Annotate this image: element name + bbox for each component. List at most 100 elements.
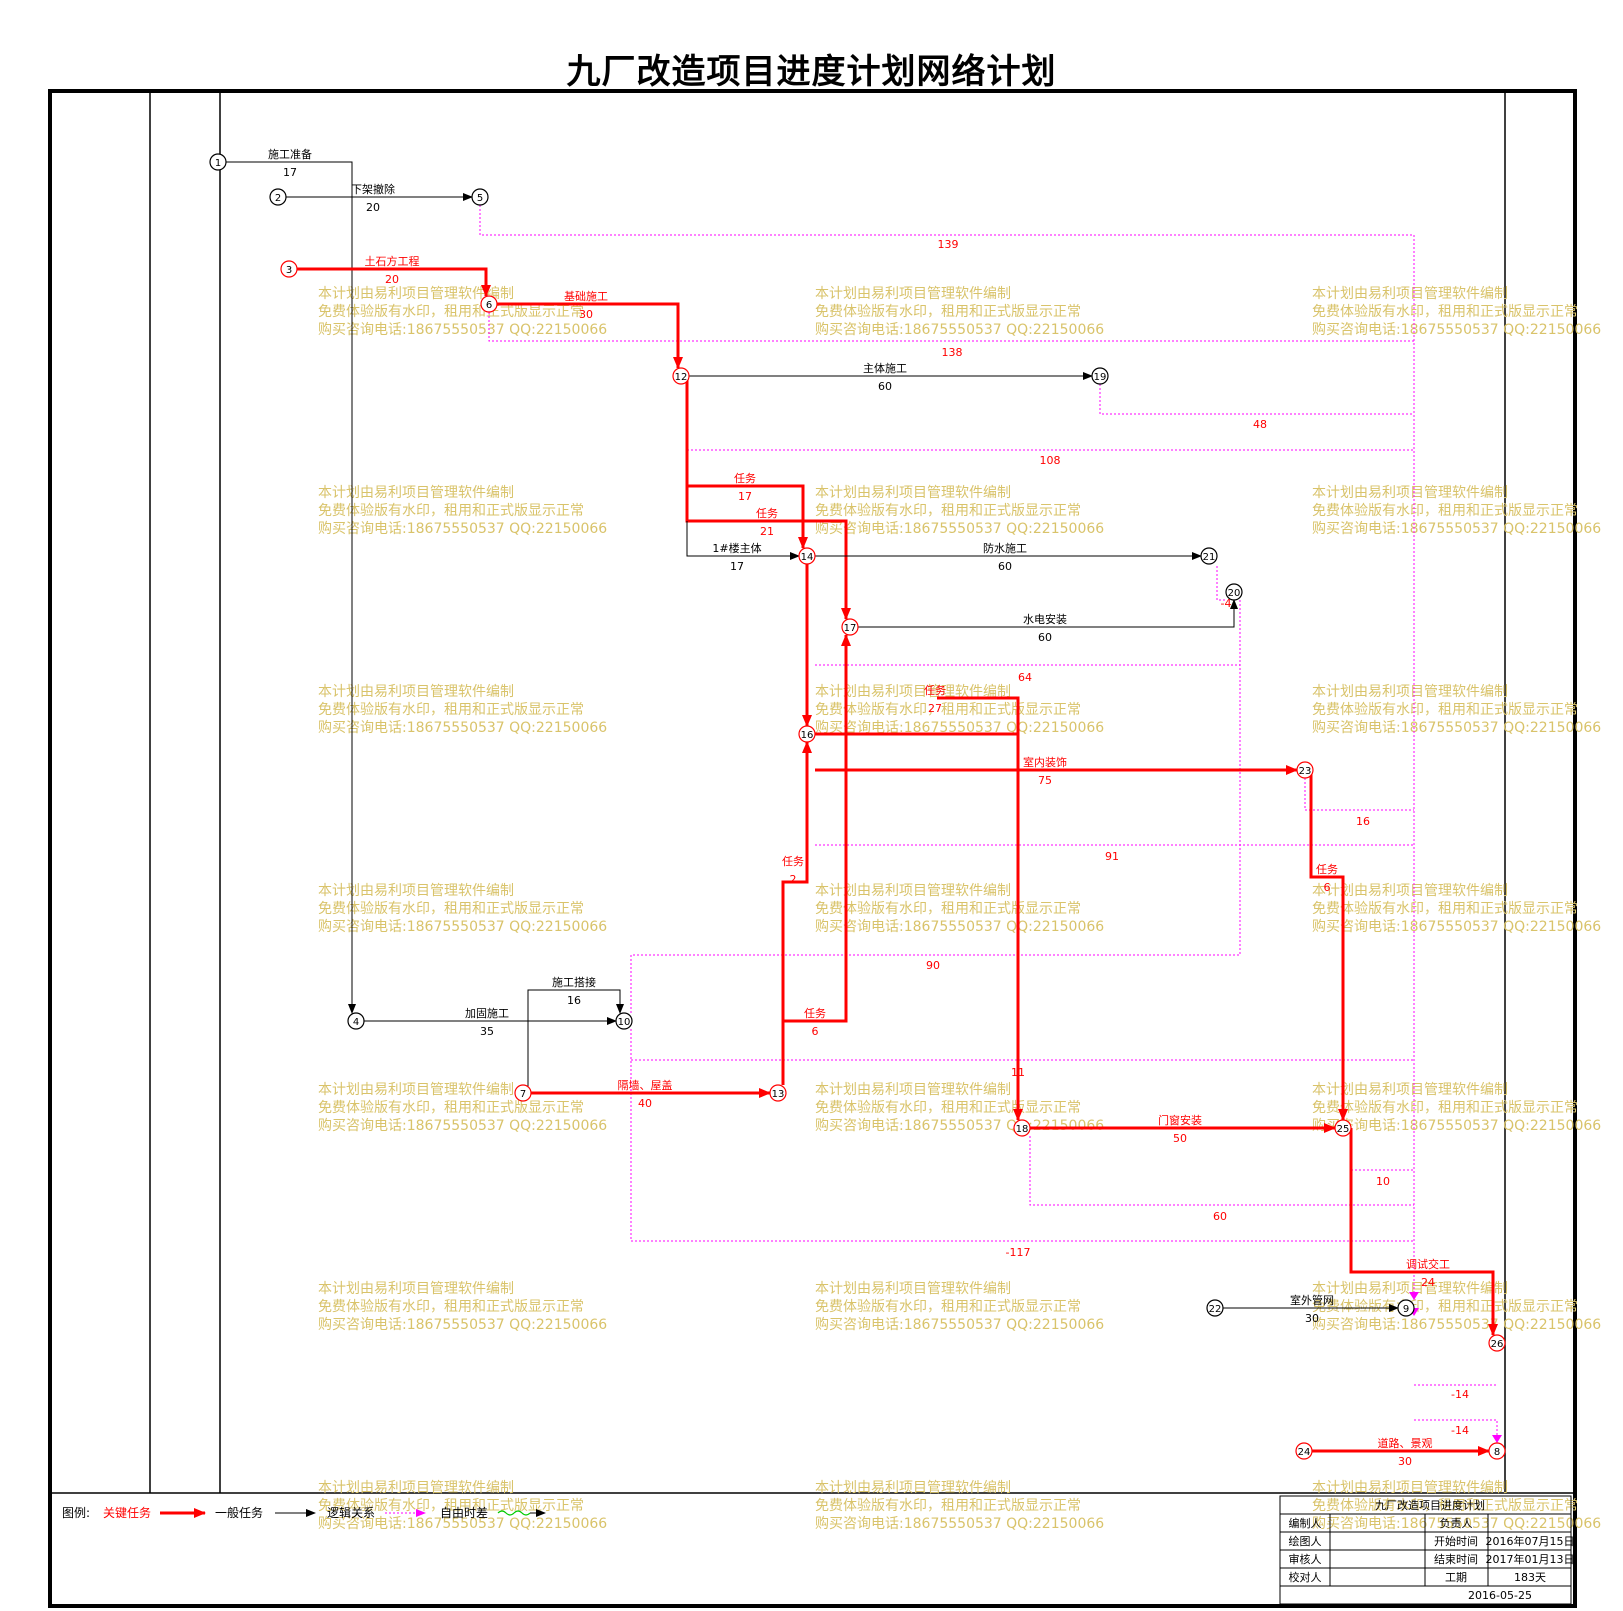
activity-name: 施工搭接 <box>552 976 596 989</box>
labels: 施工准备17下架撤除20土石方工程20基础施工30主体施工60任务17任务211… <box>268 147 1469 1468</box>
event-node-number: 13 <box>772 1089 785 1100</box>
tb-end-value: 2017年01月13日 <box>1486 1552 1575 1566</box>
float-value: 90 <box>926 959 940 972</box>
event-node-circle <box>1296 761 1314 779</box>
logic-arrowhead <box>1409 1292 1419 1300</box>
watermark-text: 购买咨询电话:18675550537 QQ:22150066 <box>318 322 607 338</box>
float-value: -14 <box>1451 1424 1469 1437</box>
event-node-circle <box>514 1084 532 1102</box>
watermark-text: 免费体验版有水印，租用和正式版显示正常 <box>815 1299 1081 1315</box>
tb-owner-label: 负责人 <box>1440 1516 1473 1530</box>
float-value: 139 <box>938 238 959 251</box>
event-node-circle <box>269 188 287 206</box>
event-node-number: 17 <box>844 623 857 634</box>
event-node-circle <box>672 367 690 385</box>
activity-name: 施工准备 <box>268 147 312 161</box>
logic-link <box>488 312 1414 342</box>
critical-activity-arrow <box>685 486 851 620</box>
watermark-text: 购买咨询电话:18675550537 QQ:22150066 <box>318 1118 607 1134</box>
tb-start-value: 2016年07月15日 <box>1486 1534 1575 1548</box>
watermark-text: 购买咨询电话:18675550537 QQ:22150066 <box>815 322 1104 338</box>
event-node-circle <box>798 725 816 743</box>
activity-arrow <box>858 599 1238 628</box>
watermark-text: 本计划由易利项目管理软件编制 <box>815 485 1011 501</box>
event-node-circle <box>209 153 227 171</box>
event-node-number: 10 <box>618 1017 631 1028</box>
float-value: 108 <box>1040 454 1061 467</box>
activity-name: 1#楼主体 <box>712 541 761 555</box>
event-node-circle <box>471 188 489 206</box>
activity-name: 隔墙、屋盖 <box>618 1078 673 1092</box>
event-node-circle <box>1295 1442 1313 1460</box>
activity-duration: 17 <box>738 490 752 503</box>
activity-arrow <box>686 521 800 560</box>
event-node-number: 18 <box>1016 1124 1029 1135</box>
logic-link <box>479 205 1415 1300</box>
event-node-circle <box>615 1012 633 1030</box>
watermark-text: 本计划由易利项目管理软件编制 <box>815 1082 1011 1098</box>
watermark-text: 购买咨询电话:18675550537 QQ:22150066 <box>318 919 607 935</box>
float-value: -4 <box>1221 597 1232 610</box>
legend-float-wave <box>497 1510 531 1516</box>
watermark-text: 本计划由易利项目管理软件编制 <box>1312 684 1508 700</box>
float-value: 11 <box>1011 1066 1025 1079</box>
watermark-text: 购买咨询电话:18675550537 QQ:22150066 <box>1312 322 1601 338</box>
tb-drawer-label: 绘图人 <box>1289 1534 1322 1548</box>
event-node-number: 21 <box>1203 552 1216 563</box>
activity-name: 主体施工 <box>863 361 907 375</box>
event-node-circle <box>1200 547 1218 565</box>
activity-name: 道路、景观 <box>1378 1436 1433 1450</box>
event-node-number: 22 <box>1209 1304 1222 1315</box>
tb-checker-label: 校对人 <box>1289 1570 1322 1584</box>
activity-name: 室内装饰 <box>1023 755 1067 769</box>
activity-arrows <box>226 161 1498 1456</box>
event-node-circle <box>1334 1119 1352 1137</box>
event-node-number: 8 <box>1494 1447 1500 1458</box>
watermark-text: 免费体验版有水印，租用和正式版显示正常 <box>815 503 1081 519</box>
activity-duration: 17 <box>730 560 744 573</box>
event-node-circle <box>1091 367 1109 385</box>
activity-duration: 35 <box>480 1025 494 1038</box>
activity-duration: 60 <box>1038 631 1052 644</box>
logic-links <box>479 205 1502 1443</box>
float-value: 91 <box>1105 850 1119 863</box>
activity-duration: 17 <box>283 166 297 179</box>
activity-duration: 6 <box>812 1025 819 1038</box>
event-node-circle <box>1397 1299 1415 1317</box>
watermark-text: 购买咨询电话:18675550537 QQ:22150066 <box>1312 720 1601 736</box>
critical-activity-arrow <box>781 741 812 1085</box>
event-node-circle <box>347 1012 365 1030</box>
logic-link <box>630 1029 1414 1242</box>
watermark-text: 免费体验版有水印，租用和正式版显示正常 <box>1312 503 1578 519</box>
event-node-circle <box>798 547 816 565</box>
outer-frame <box>48 89 1577 1608</box>
event-node-circle <box>1206 1299 1224 1317</box>
watermark-text: 购买咨询电话:18675550537 QQ:22150066 <box>1312 1516 1601 1532</box>
event-node-number: 2 <box>275 193 281 204</box>
watermark-text: 购买咨询电话:18675550537 QQ:22150066 <box>815 1317 1104 1333</box>
activity-duration: 6 <box>1324 881 1331 894</box>
watermark-text: 免费体验版有水印，租用和正式版显示正常 <box>318 1498 584 1514</box>
watermark-text: 本计划由易利项目管理软件编制 <box>1312 1281 1508 1297</box>
logic-link <box>815 600 1241 666</box>
activity-duration: 27 <box>928 702 942 715</box>
tb-project: 九厂改造项目进度计划 <box>1375 1498 1485 1512</box>
event-node-circle <box>769 1084 787 1102</box>
watermark-text: 购买咨询电话:18675550537 QQ:22150066 <box>1312 521 1601 537</box>
activity-name: 加固施工 <box>465 1007 509 1020</box>
watermark-text: 免费体验版有水印，租用和正式版显示正常 <box>815 702 1081 718</box>
float-value: 138 <box>942 346 963 359</box>
watermark-text: 免费体验版有水印，租用和正式版显示正常 <box>1312 702 1578 718</box>
watermark-text: 购买咨询电话:18675550537 QQ:22150066 <box>815 919 1104 935</box>
logic-link <box>1099 384 1414 415</box>
watermark-text: 本计划由易利项目管理软件编制 <box>1312 883 1508 899</box>
legend-logic-label: 逻辑关系 <box>327 1506 375 1520</box>
watermark-text: 免费体验版有水印，租用和正式版显示正常 <box>1312 1498 1578 1514</box>
event-node-number: 24 <box>1298 1447 1311 1458</box>
activity-name: 任务 <box>756 507 778 520</box>
event-node-number: 9 <box>1403 1304 1409 1315</box>
critical-activity-arrow <box>815 696 1023 1121</box>
activity-name: 任务 <box>734 472 756 485</box>
watermark-text: 本计划由易利项目管理软件编制 <box>318 485 514 501</box>
watermark-text: 免费体验版有水印，租用和正式版显示正常 <box>1312 1100 1578 1116</box>
